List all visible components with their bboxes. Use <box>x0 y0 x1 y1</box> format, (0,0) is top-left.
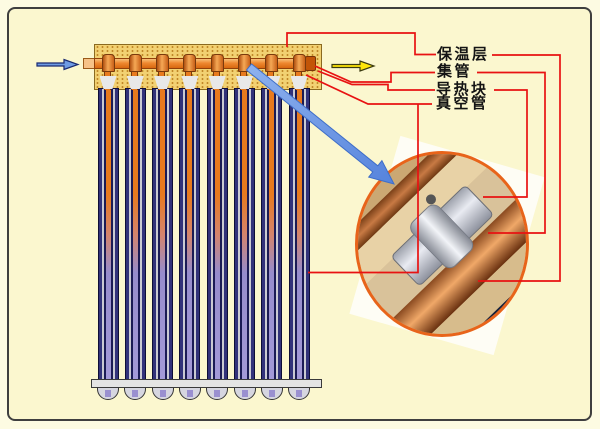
heat-conduction-block-connector <box>156 54 170 72</box>
heat-pipe-stripe <box>214 89 220 381</box>
heat-conduction-block-connector <box>210 54 224 72</box>
tube-bottom-mark <box>186 390 193 397</box>
label-vacuum-tube: 真空管 <box>436 96 489 112</box>
heat-conduction-block-connector <box>292 54 306 72</box>
heat-conduction-block-connector <box>128 54 142 72</box>
tube-bottom-mark <box>132 390 139 397</box>
vacuum-tube <box>234 88 255 382</box>
tube-bottom-mark <box>214 390 221 397</box>
header-pipe <box>94 58 316 69</box>
vacuum-tube <box>261 88 283 382</box>
heat-conduction-block-connector <box>265 54 279 72</box>
tube-top-collar <box>154 76 172 89</box>
label-header-pipe: 集管 <box>437 64 473 80</box>
detail-photo-oval <box>355 151 529 337</box>
detail-photo-content <box>358 154 526 334</box>
tube-bottom-mark <box>296 390 303 397</box>
vacuum-tube <box>288 88 310 382</box>
tube-bottom-mark <box>241 390 248 397</box>
vacuum-tube <box>179 88 201 382</box>
heat-pipe-stripe <box>187 89 193 381</box>
vacuum-tube <box>97 88 119 382</box>
vacuum-tube <box>124 88 146 382</box>
heat-pipe-stripe <box>132 89 138 381</box>
tube-bottom-mark <box>268 390 275 397</box>
heat-pipe-stripe <box>269 89 275 381</box>
heat-pipe-stripe <box>105 89 111 381</box>
tube-top-collar <box>181 76 199 89</box>
tube-top-collar <box>126 76 144 89</box>
vacuum-tube <box>206 88 228 382</box>
tube-bottom-mark <box>159 390 166 397</box>
heat-conduction-block-connector <box>238 54 251 72</box>
heat-pipe-stripe <box>296 89 302 381</box>
heat-pipe-stripe <box>242 89 247 381</box>
label-heat-block: 导热块 <box>436 82 489 98</box>
header-pipe-end-cap <box>305 56 316 71</box>
tube-top-collar <box>208 76 226 89</box>
heat-conduction-block-connector <box>101 54 115 72</box>
heat-pipe-stripe <box>160 89 166 381</box>
bottom-support-rail <box>91 379 322 388</box>
label-insulation-layer: 保温层 <box>437 47 490 63</box>
heat-conduction-block-connector <box>183 54 197 72</box>
vacuum-tube <box>152 88 174 382</box>
tube-bottom-mark <box>105 390 111 397</box>
tube-top-collar <box>99 76 117 89</box>
